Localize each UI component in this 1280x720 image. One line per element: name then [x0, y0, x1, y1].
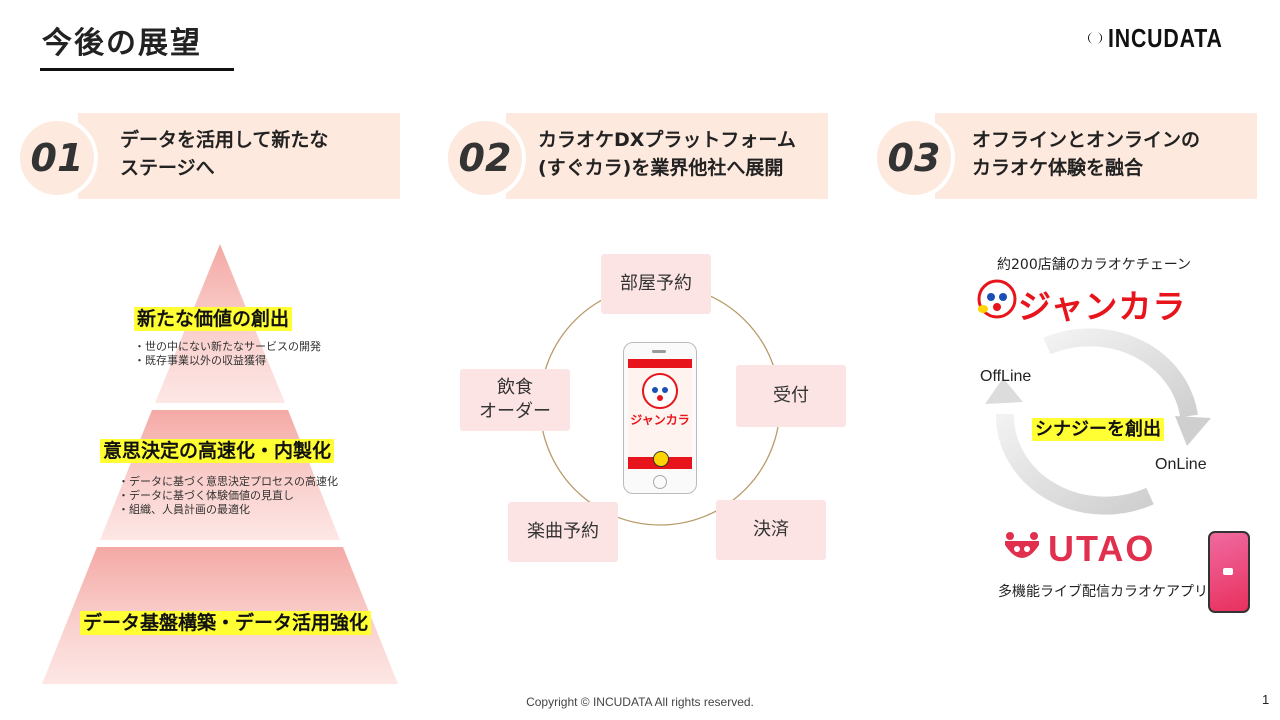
section-heading-02-line1: カラオケDXプラットフォーム [538, 129, 796, 151]
pyramid-middle-title-text: 意思決定の高速化・内製化 [100, 439, 335, 463]
chain-caption: 約200店舗のカラオケチェーン [997, 257, 1192, 273]
page-number: 1 [1262, 692, 1270, 707]
smartphone-mockup: ジャンカラ [623, 342, 697, 494]
phone-app-header [628, 359, 692, 368]
section-heading-03-line2: カラオケ体験を融合 [972, 157, 1144, 179]
phone-home-button [653, 475, 667, 489]
section-band-02 [506, 113, 828, 199]
pyramid-middle-bullets: ・データに基づく意思決定プロセスの高速化 ・データに基づく体験価値の見直し ・組… [118, 475, 338, 516]
phone-app-action-button [653, 451, 669, 467]
utao-app-icon [1223, 568, 1233, 575]
incudata-logo-text: INCUDATA [1108, 22, 1223, 53]
phone-app-brand: ジャンカラ [630, 413, 690, 427]
synergy-label: シナジーを創出 [1032, 415, 1164, 441]
incudata-logo: INCUDATA [1088, 20, 1248, 56]
step-food-order-line2: オーダー [479, 401, 551, 422]
step-reception: 受付 [736, 365, 846, 427]
section-number-02: 02 [444, 117, 526, 199]
step-room-reservation: 部屋予約 [601, 254, 711, 314]
offline-online-cycle-arrows [985, 328, 1211, 515]
title-underline [40, 68, 234, 71]
step-song-reservation: 楽曲予約 [508, 502, 618, 562]
section-band-01 [78, 113, 400, 199]
copyright-footer: Copyright © INCUDATA All rights reserved… [526, 695, 754, 709]
step-food-order-line1: 飲食 [497, 377, 533, 398]
pyramid-bottom-title: データ基盤構築・データ活用強化 [80, 608, 372, 635]
page-title: 今後の展望 [42, 26, 202, 61]
section-heading-02: カラオケDXプラットフォーム (すぐカラ)を業界他社へ展開 [538, 126, 796, 182]
offline-label: OffLine [980, 368, 1032, 385]
step-food-order: 飲食 オーダー [460, 369, 570, 431]
section-heading-03: オフラインとオンラインの カラオケ体験を融合 [972, 126, 1200, 182]
jankara-mascot-icon [977, 279, 1017, 319]
online-label: OnLine [1155, 456, 1207, 473]
pyramid-bottom-title-text: データ基盤構築・データ活用強化 [80, 611, 372, 635]
pyramid-middle-title: 意思決定の高速化・内製化 [100, 436, 335, 463]
pyramid-top-bullets: ・世の中にない新たなサービスの開発 ・既存事業以外の収益獲得 [134, 340, 321, 367]
section-heading-03-line1: オフラインとオンラインの [972, 129, 1201, 151]
section-heading-02-line2: (すぐカラ)を業界他社へ展開 [538, 157, 784, 179]
utao-phone-image [1208, 531, 1250, 613]
karaoke-mascot-icon [642, 373, 678, 409]
jankara-logo: ジャンカラ [1018, 287, 1187, 326]
pyramid-top-title-text: 新たな価値の創出 [134, 307, 293, 331]
section-heading-01: データを活用して新たな ステージへ [120, 126, 328, 182]
utao-logo-mark-icon [1005, 532, 1039, 558]
section-heading-01-line1: データを活用して新たな [120, 129, 329, 151]
section-number-01: 01 [16, 117, 98, 199]
utao-caption: 多機能ライブ配信カラオケアプリ [998, 584, 1208, 600]
synergy-label-text: シナジーを創出 [1032, 418, 1164, 441]
utao-logo: UTAO [1048, 528, 1156, 569]
step-payment: 決済 [716, 500, 826, 560]
phone-speaker [652, 350, 666, 353]
section-band-03 [935, 113, 1257, 199]
section-number-03: 03 [873, 117, 955, 199]
section-heading-01-line2: ステージへ [120, 157, 215, 179]
phone-screen: ジャンカラ [628, 359, 692, 469]
incudata-logo-mark-icon [1088, 32, 1103, 44]
pyramid-top-title: 新たな価値の創出 [134, 304, 293, 331]
